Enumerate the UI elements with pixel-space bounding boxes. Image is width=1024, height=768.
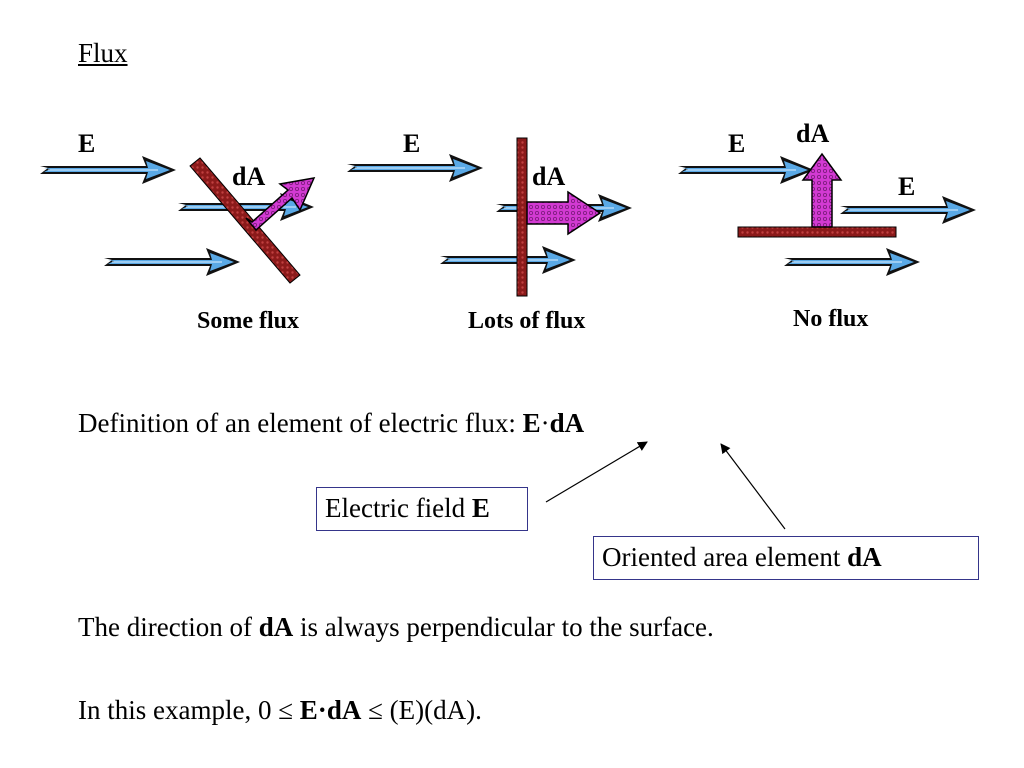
example-pre: In this example, 0 ≤ bbox=[78, 695, 294, 725]
surface bbox=[737, 226, 897, 238]
area-vector-arrow bbox=[245, 177, 316, 232]
da-label: dA bbox=[796, 119, 829, 148]
e-label-2: E bbox=[898, 172, 915, 201]
panel-lots-of-flux: E dA Lots of flux bbox=[346, 129, 633, 334]
example-statement: In this example, 0 ≤ E·dA ≤ (E)(dA). bbox=[78, 695, 482, 726]
panel-some-flux: E dA Some flux bbox=[39, 129, 316, 334]
surface bbox=[516, 137, 528, 297]
slide-title: Flux bbox=[78, 38, 128, 68]
caption-no-flux: No flux bbox=[793, 306, 868, 332]
callout-e-bold: E bbox=[471, 493, 490, 523]
field-arrow bbox=[103, 247, 241, 277]
callout-da-text: Oriented area element bbox=[602, 542, 841, 572]
arrow-to-e bbox=[545, 441, 648, 503]
field-arrow bbox=[39, 155, 177, 185]
caption-some-flux: Some flux bbox=[197, 308, 299, 334]
field-arrow bbox=[677, 155, 815, 185]
example-dot: · bbox=[317, 695, 327, 725]
callout-electric-field: Electric field E bbox=[316, 487, 528, 531]
definition-da: dA bbox=[549, 408, 585, 438]
flux-diagram: E dA Some flux E dA Lots of flux E dA E … bbox=[39, 119, 977, 334]
definition-dot: · bbox=[540, 408, 550, 438]
callout-da-bold: dA bbox=[847, 542, 882, 572]
area-vector-arrow bbox=[801, 152, 843, 228]
caption-lots-of-flux: Lots of flux bbox=[468, 308, 585, 334]
field-arrow bbox=[783, 247, 921, 277]
da-label: dA bbox=[532, 162, 565, 191]
example-e: E bbox=[299, 695, 318, 725]
e-label: E bbox=[403, 129, 420, 158]
example-post: ≤ (E)(dA). bbox=[368, 695, 482, 725]
direction-post: is always perpendicular to the surface. bbox=[299, 612, 714, 642]
panel-no-flux: E dA E No flux bbox=[677, 119, 977, 332]
direction-pre: The direction of bbox=[78, 612, 252, 642]
definition-line: Definition of an element of electric flu… bbox=[78, 408, 584, 439]
example-da: dA bbox=[326, 695, 362, 725]
arrow-to-da bbox=[720, 443, 786, 530]
da-label: dA bbox=[232, 162, 265, 191]
direction-statement: The direction of dA is always perpendicu… bbox=[78, 612, 714, 643]
callout-oriented-area: Oriented area element dA bbox=[593, 536, 979, 580]
surface bbox=[189, 157, 301, 284]
e-label: E bbox=[728, 129, 745, 158]
definition-text: Definition of an element of electric flu… bbox=[78, 408, 516, 438]
field-arrow bbox=[439, 245, 577, 275]
area-vector-arrow bbox=[526, 190, 602, 236]
callout-e-text: Electric field bbox=[325, 493, 466, 523]
e-label: E bbox=[78, 129, 95, 158]
field-arrow bbox=[346, 153, 484, 183]
direction-bold: dA bbox=[258, 612, 294, 642]
definition-e: E bbox=[522, 408, 541, 438]
